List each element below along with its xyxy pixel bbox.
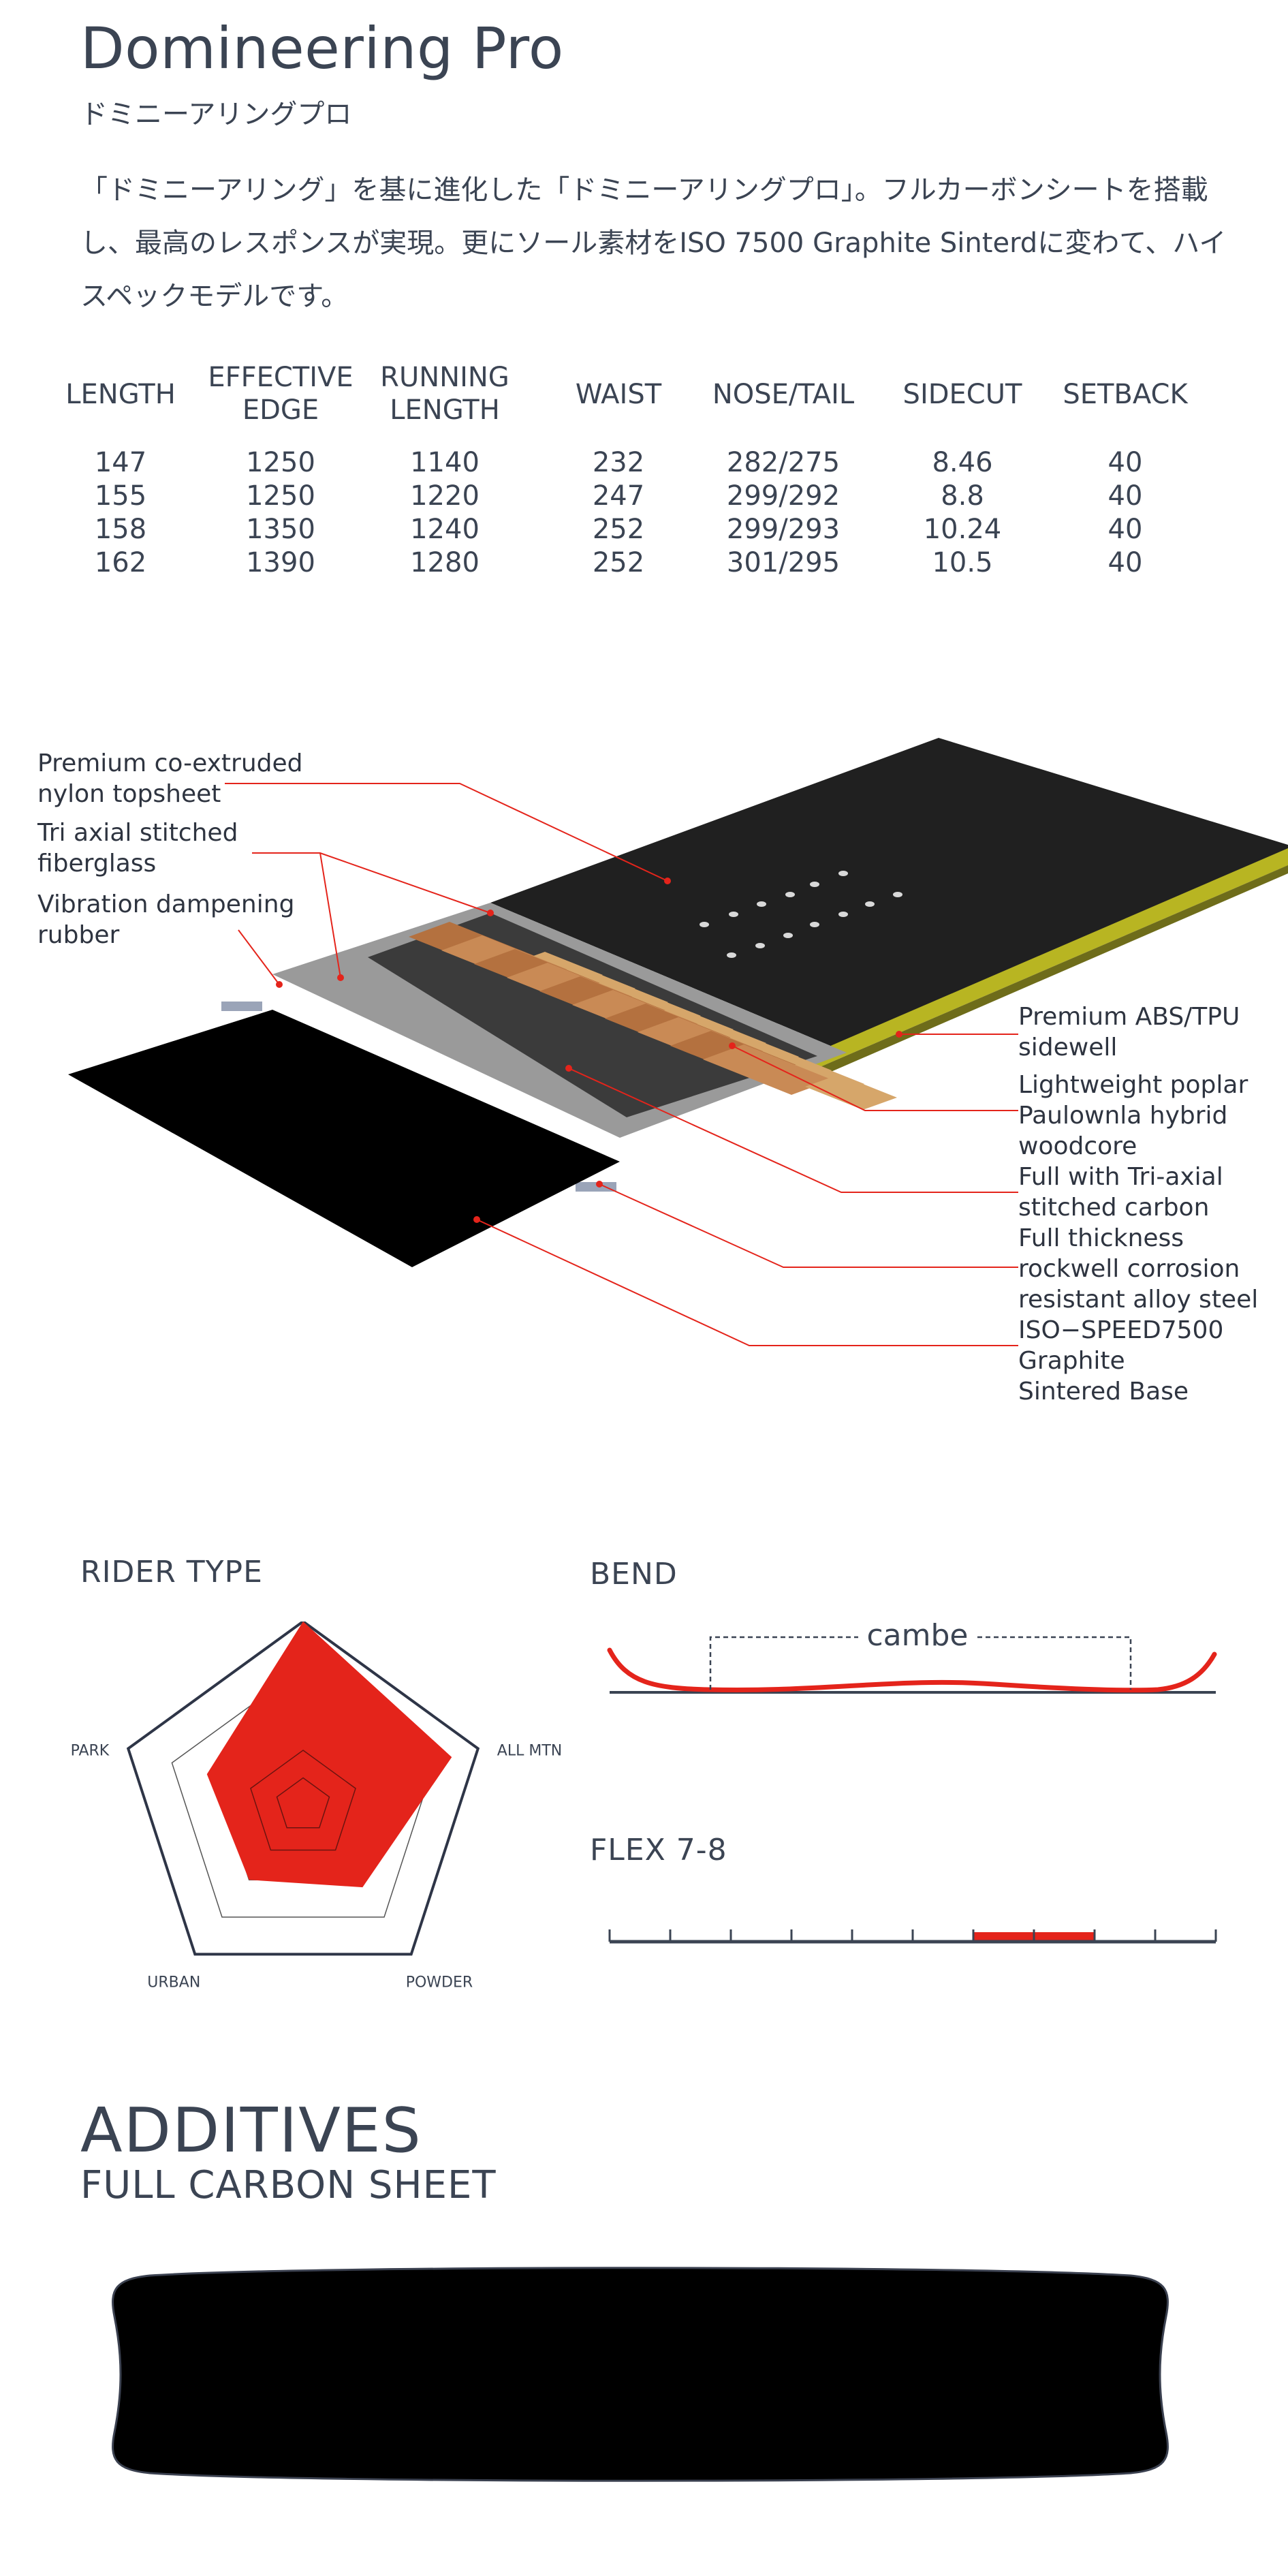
spec-cell: 1220 — [410, 480, 480, 512]
spec-cell: 252 — [592, 514, 645, 545]
spec-cell: 10.5 — [932, 547, 993, 578]
flex-scale — [608, 1929, 1217, 1944]
radar-inner-ring — [276, 1777, 330, 1829]
bend-diagram: cambe — [607, 1618, 1217, 1694]
spec-cell: 1140 — [410, 447, 480, 478]
spec-header-0: LENGTH — [65, 379, 176, 410]
spec-cell: 8.8 — [941, 480, 984, 512]
spec-cell: 40 — [1108, 514, 1143, 545]
spec-cell: 1250 — [246, 480, 315, 512]
spec-cell: 1240 — [410, 514, 480, 545]
product-title: Domineering Pro — [80, 15, 564, 82]
spec-cell: 1250 — [246, 447, 315, 478]
spec-header-4: NOSE/TAIL — [712, 379, 855, 410]
spec-cell: 10.24 — [923, 514, 1002, 545]
binding-insert — [893, 892, 902, 897]
carbon-sheet-illustration — [112, 2267, 1169, 2482]
spec-cell: 1280 — [410, 547, 480, 578]
binding-insert — [865, 901, 875, 907]
spec-cell: 299/292 — [726, 480, 841, 512]
binding-insert — [783, 933, 793, 938]
radar-data-area — [206, 1621, 452, 1888]
spec-cell: 301/295 — [726, 547, 841, 578]
radar-axis-label: URBAN — [147, 1974, 200, 1989]
spec-cell: 147 — [94, 447, 147, 478]
spec-cell: 162 — [94, 547, 147, 578]
product-subtitle: ドミニーアリングプロ — [80, 99, 352, 130]
steel-edge-right — [576, 1182, 616, 1192]
spec-header-5: SIDECUT — [902, 379, 1022, 410]
binding-insert — [727, 952, 736, 958]
binding-insert — [810, 922, 819, 927]
rider-type-title: RIDER TYPE — [80, 1555, 263, 1589]
binding-insert — [755, 943, 765, 948]
spec-cell: 247 — [592, 480, 645, 512]
spec-cell: 232 — [592, 447, 645, 478]
spec-cell: 1390 — [246, 547, 315, 578]
spec-cell: 299/293 — [726, 514, 841, 545]
spec-cell: 282/275 — [726, 447, 841, 478]
spec-cell: 40 — [1108, 447, 1143, 478]
binding-insert — [700, 922, 709, 927]
carbon-sheet-shape — [112, 2267, 1169, 2482]
binding-insert — [838, 871, 848, 876]
spec-cell: 40 — [1108, 547, 1143, 578]
spec-cell: 40 — [1108, 480, 1143, 512]
woodcore-layer — [409, 922, 897, 1110]
spec-header-6: SETBACK — [1063, 379, 1188, 410]
bend-title: BEND — [590, 1557, 678, 1592]
spec-cell: 1350 — [246, 514, 315, 545]
spec-header-3: WAIST — [575, 379, 662, 410]
steel-edge-left — [221, 1002, 262, 1011]
spec-cell: 158 — [94, 514, 147, 545]
additives-title: ADDITIVES — [80, 2095, 422, 2167]
flex-title: FLEX 7-8 — [590, 1833, 727, 1867]
radar-axis-label: POWDER — [406, 1974, 473, 1989]
woodcore-stave — [703, 1044, 832, 1095]
binding-insert — [810, 882, 819, 887]
base-layer — [68, 1010, 620, 1267]
additives-subtitle: FULL CARBON SHEET — [80, 2163, 497, 2207]
radar-axis-label: ALL MTN — [497, 1743, 562, 1760]
radar-grid-ring — [126, 1621, 480, 1956]
binding-insert — [838, 912, 848, 917]
spec-cell: 155 — [94, 480, 147, 512]
sidewall-layer — [783, 848, 1288, 1080]
spec-cell: 8.46 — [932, 447, 993, 478]
binding-inserts — [700, 871, 902, 958]
radar-axis-label: PARK — [71, 1743, 110, 1760]
binding-insert — [785, 892, 795, 897]
binding-insert — [729, 912, 738, 917]
construction-diagram — [68, 738, 1288, 1346]
woodcore-stave-end — [805, 1074, 897, 1110]
radar-inner-ring — [250, 1750, 356, 1851]
product-description: 「ドミニーアリング」を基に進化した「ドミニーアリングプロ」。フルカーボンシートを… — [80, 174, 1227, 312]
bend-camber-label: cambe — [866, 1618, 968, 1653]
topsheet-layer — [490, 738, 1288, 1053]
sidewall-shadow — [790, 865, 1288, 1088]
bend-profile-curve — [607, 1647, 1217, 1693]
binding-insert — [757, 901, 766, 907]
spec-cell: 252 — [592, 547, 645, 578]
